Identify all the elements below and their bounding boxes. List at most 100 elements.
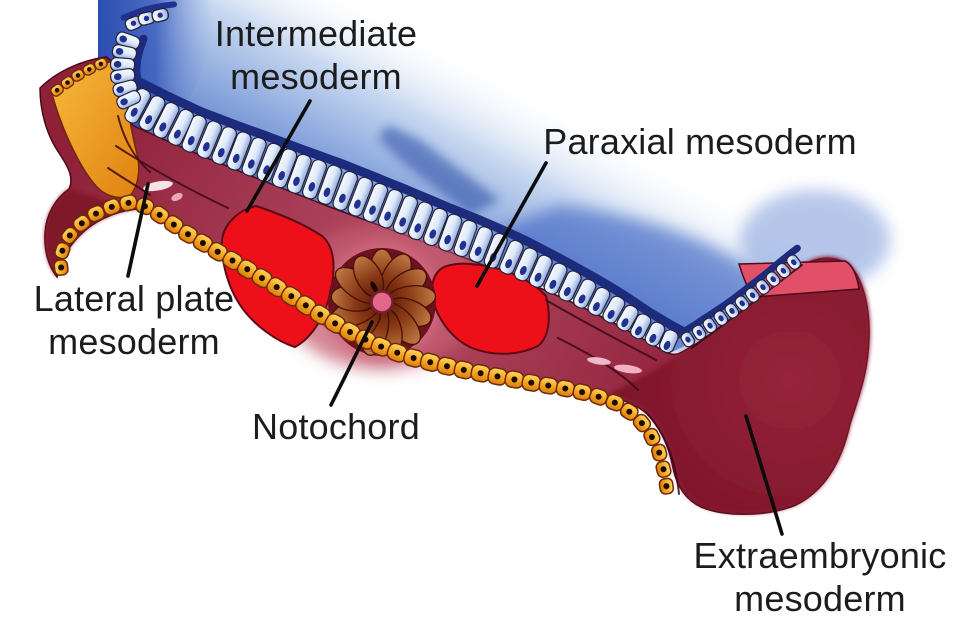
notochord-center: [370, 290, 394, 314]
ectoderm-cell: [644, 321, 666, 347]
pointer-notochord: [329, 320, 374, 407]
ectoderm-cell: [528, 254, 553, 288]
ectoderm-cell: [558, 270, 582, 302]
endoderm-cell: [643, 427, 661, 447]
ectoderm-cell: [680, 331, 696, 348]
label-line: Notochord: [252, 406, 420, 447]
endoderm-cell: [370, 336, 392, 357]
ectoderm-cell: [241, 136, 267, 177]
notochord-petal: [352, 255, 385, 298]
ectoderm-cell: [271, 148, 298, 189]
endoderm-cell: [386, 342, 408, 363]
label-line: Lateral plate: [33, 278, 235, 319]
endoderm-cell: [60, 75, 75, 90]
endoderm-cell: [572, 383, 592, 402]
ectoderm-cell: [111, 44, 138, 61]
label-line: Extraembryonic: [693, 535, 947, 576]
label-extraembryonic-mesoderm: Extraembryonic mesoderm: [694, 534, 947, 620]
endoderm-cell: [177, 224, 199, 244]
endoderm-cell: [650, 443, 668, 462]
label-notochord: Notochord: [252, 405, 420, 448]
pointer-paraxial-mesoderm: [475, 161, 548, 288]
endoderm-cell: [60, 226, 79, 245]
endoderm-cell: [504, 370, 525, 389]
endoderm-cell: [53, 259, 69, 276]
pointer-intermediate-mesoderm: [245, 99, 312, 213]
ectoderm-cell: [755, 279, 771, 295]
ectoderm-cell: [744, 287, 760, 303]
ectoderm-cell: [116, 90, 142, 110]
ectoderm-cell: [513, 247, 539, 282]
endoderm-cell: [82, 62, 97, 76]
cell-rows: [50, 7, 802, 495]
endoderm-cell: [102, 198, 122, 216]
ectoderm-cell: [347, 176, 374, 217]
ectoderm-cell: [786, 254, 802, 270]
label-line: mesoderm: [230, 56, 402, 97]
ectoderm-cell: [138, 95, 166, 132]
ectoderm-cell: [765, 271, 781, 287]
endoderm-cell: [619, 402, 639, 421]
pointer-lateral-plate-mesoderm: [126, 182, 150, 278]
cell-backing-line: [120, 1, 177, 21]
endoderm-cell: [54, 241, 71, 260]
ectoderm-cell: [196, 120, 223, 159]
endoderm-cell: [72, 214, 91, 233]
coelom-slits: [143, 180, 642, 374]
label-intermediate-mesoderm: Intermediate mesoderm: [215, 12, 418, 98]
label-line: Intermediate: [214, 13, 418, 54]
blue-fold-shadow: [378, 125, 500, 215]
ectoderm-cell: [468, 226, 493, 263]
endoderm-cell: [309, 304, 332, 325]
lateral-flap-shading: [44, 189, 155, 277]
endoderm-cell: [655, 460, 672, 478]
ectoderm-cell: [362, 182, 389, 223]
endoderm-cell: [538, 376, 559, 395]
ectoderm-cell: [587, 286, 611, 317]
blue-mid-patch: [470, 205, 775, 352]
label-line: Paraxial mesoderm: [543, 121, 857, 162]
label-line: mesoderm: [734, 578, 906, 619]
pointer-extraembryonic-mesoderm: [744, 414, 784, 536]
pointer-lines: [126, 99, 784, 536]
ectoderm-cell: [775, 262, 791, 279]
endoderm-cell: [436, 356, 458, 376]
ectoderm-cell: [602, 295, 626, 324]
cell-row-backing: [120, 1, 801, 339]
ectoderm-cell: [226, 131, 252, 171]
ectoderm-cell: [616, 304, 639, 332]
ectoderm-cell: [724, 302, 740, 319]
endoderm-cell: [521, 373, 542, 392]
label-lateral-plate-mesoderm: Lateral plate mesoderm: [34, 277, 235, 363]
ectoderm-cell: [702, 317, 718, 334]
label-paraxial-mesoderm: Paraxial mesoderm: [543, 120, 857, 163]
ectoderm-cell: [438, 213, 463, 252]
cell-backing-line: [132, 34, 148, 101]
ectoderm-cell: [543, 262, 568, 295]
ectoderm-cell: [317, 164, 343, 205]
ectoderm-cell: [152, 101, 180, 139]
endoderm-cell: [119, 194, 138, 212]
endoderm-cell: [71, 68, 85, 82]
ectoderm-cell: [211, 126, 238, 166]
somite-red-right: [431, 262, 550, 355]
ectoderm-cell: [181, 114, 207, 153]
ectoderm-cell: [377, 188, 404, 229]
ectoderm-cell: [691, 324, 707, 341]
ectoderm-cell: [286, 153, 312, 194]
ectoderm-cell: [332, 170, 359, 211]
ectoderm-cell: [453, 219, 478, 258]
endoderm-cell: [658, 477, 675, 495]
ectoderm-cell: [423, 207, 449, 247]
endoderm-cell: [632, 413, 652, 433]
endoderm-cell: [50, 83, 64, 97]
ectoderm-cell: [713, 310, 729, 326]
extraembryonic-mass: [606, 256, 871, 514]
endoderm-cell: [324, 313, 346, 334]
ectoderm-cell: [658, 329, 679, 354]
endoderm-cell: [86, 204, 106, 223]
ectoderm-cell: [407, 201, 434, 241]
ectoderm-cell: [392, 195, 419, 235]
